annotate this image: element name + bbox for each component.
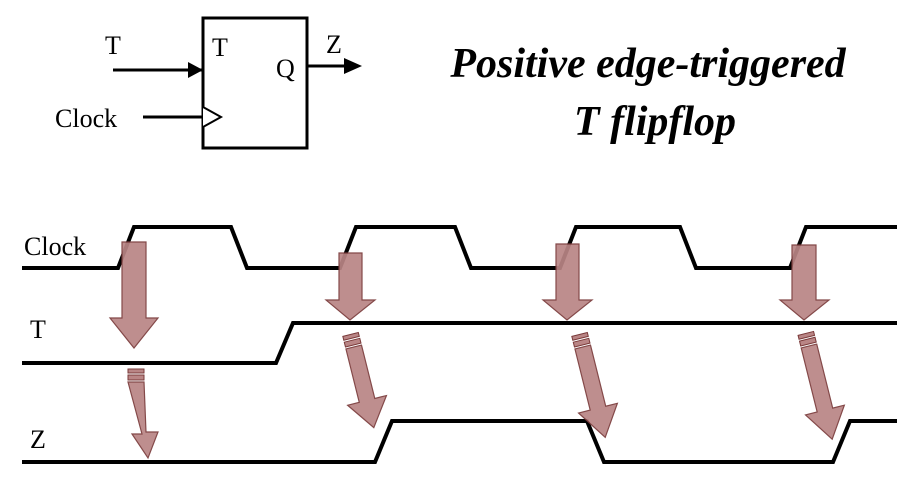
z-signal-label: Z — [30, 425, 46, 454]
title-line-1: Positive edge-triggered — [449, 41, 846, 87]
z-waveform — [22, 419, 897, 464]
slant-arrow — [571, 331, 619, 439]
slant-arrow — [127, 368, 159, 460]
title-line-2: T flipflop — [574, 99, 736, 145]
slant-arrow — [797, 330, 846, 441]
down-arrow — [778, 244, 831, 321]
clock-signal-label: Clock — [24, 232, 86, 261]
flipflop-symbol: T Clock T Q Z — [55, 16, 362, 150]
arrows-t-to-z — [127, 330, 846, 460]
clock-waveform — [22, 225, 897, 270]
input-clock-label: Clock — [55, 104, 117, 133]
clock-triangle-icon — [202, 106, 224, 128]
flipflop-box — [201, 16, 309, 150]
t-input-arrowhead — [188, 62, 203, 78]
arrows-clock-to-t — [108, 241, 831, 349]
q-output-arrowhead — [344, 58, 362, 74]
t-signal-label: T — [30, 315, 46, 344]
slant-arrow — [342, 331, 388, 429]
down-arrow — [324, 252, 377, 321]
input-t-label: T — [105, 31, 121, 60]
t-waveform — [22, 321, 897, 365]
pin-t-label: T — [212, 33, 228, 62]
pin-q-label: Q — [276, 54, 295, 83]
output-z-label: Z — [326, 30, 342, 59]
down-arrow — [541, 243, 594, 321]
down-arrow — [108, 241, 160, 349]
